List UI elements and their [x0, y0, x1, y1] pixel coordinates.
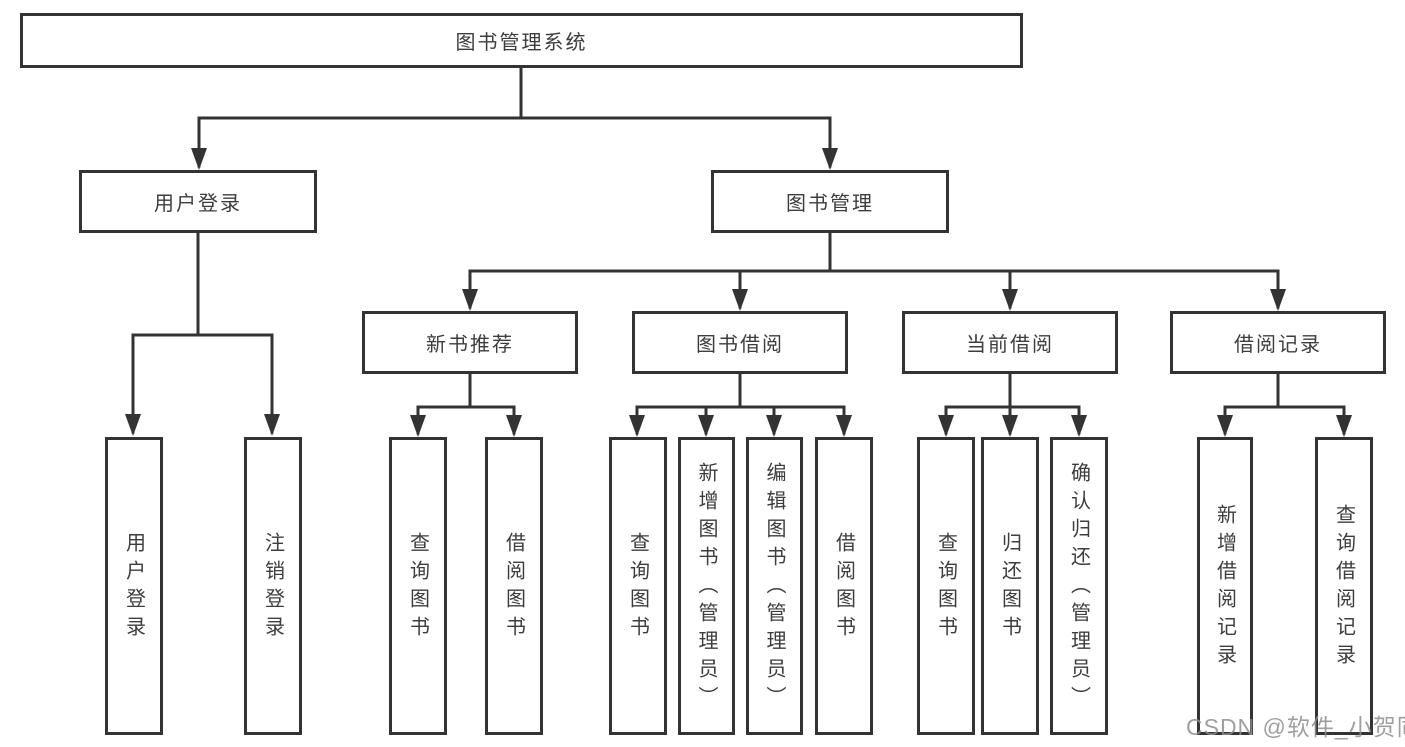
- arrowhead: [462, 289, 478, 311]
- arrowhead: [125, 414, 141, 436]
- arrowhead: [1071, 415, 1087, 437]
- arrowhead: [1002, 289, 1018, 311]
- node-current-borrow: 当前借阅: [902, 311, 1118, 374]
- node-leaf-query-book-recommend: 查询图书: [389, 437, 447, 735]
- node-leaf-return-book: 归还图书: [981, 437, 1039, 735]
- node-book-management: 图书管理: [711, 170, 949, 233]
- arrowhead: [264, 414, 280, 436]
- arrowhead: [1217, 415, 1233, 437]
- node-leaf-query-book-borrow: 查询图书: [609, 437, 667, 735]
- node-root: 图书管理系统: [20, 13, 1023, 68]
- arrowhead: [766, 415, 782, 437]
- arrowhead: [822, 148, 838, 170]
- node-leaf-logout: 注销登录: [244, 437, 302, 735]
- arrowhead: [1002, 415, 1018, 437]
- arrowhead: [410, 415, 426, 437]
- connector-user-login-children: [125, 231, 280, 436]
- connector-book-borrow-children: [629, 372, 852, 437]
- arrowhead: [732, 289, 748, 311]
- arrowhead: [1336, 415, 1352, 437]
- node-leaf-add-borrow-record: 新增借阅记录: [1197, 437, 1253, 735]
- connector-new-book-children: [410, 372, 522, 437]
- connector-root-to-level2: [191, 64, 838, 170]
- node-book-borrow: 图书借阅: [632, 311, 848, 374]
- node-user-login: 用户登录: [79, 170, 317, 233]
- node-borrow-records: 借阅记录: [1170, 311, 1386, 374]
- node-leaf-user-login: 用户登录: [105, 437, 163, 735]
- node-leaf-borrow-book: 借阅图书: [815, 437, 873, 735]
- arrowhead: [836, 415, 852, 437]
- connector-book-management-to-level3: [462, 231, 1286, 311]
- arrowhead: [506, 415, 522, 437]
- node-new-book-recommend: 新书推荐: [362, 311, 578, 374]
- node-leaf-borrow-book-recommend: 借阅图书: [485, 437, 543, 735]
- node-leaf-query-book-current: 查询图书: [917, 437, 975, 735]
- connector-current-borrow-children: [938, 372, 1087, 437]
- node-leaf-confirm-return-admin: 确认归还（管理员）: [1050, 437, 1108, 735]
- connector-borrow-records-children: [1217, 372, 1352, 437]
- node-leaf-query-borrow-record: 查询借阅记录: [1315, 437, 1373, 735]
- arrowhead: [938, 415, 954, 437]
- node-leaf-add-book-admin: 新增图书（管理员）: [678, 437, 735, 735]
- arrowhead: [191, 148, 207, 170]
- arrowhead: [629, 415, 645, 437]
- arrowhead: [698, 415, 714, 437]
- node-leaf-edit-book-admin: 编辑图书（管理员）: [746, 437, 803, 735]
- arrowhead: [1270, 289, 1286, 311]
- watermark-text: CSDN @软件_小贺同学: [1186, 714, 1405, 740]
